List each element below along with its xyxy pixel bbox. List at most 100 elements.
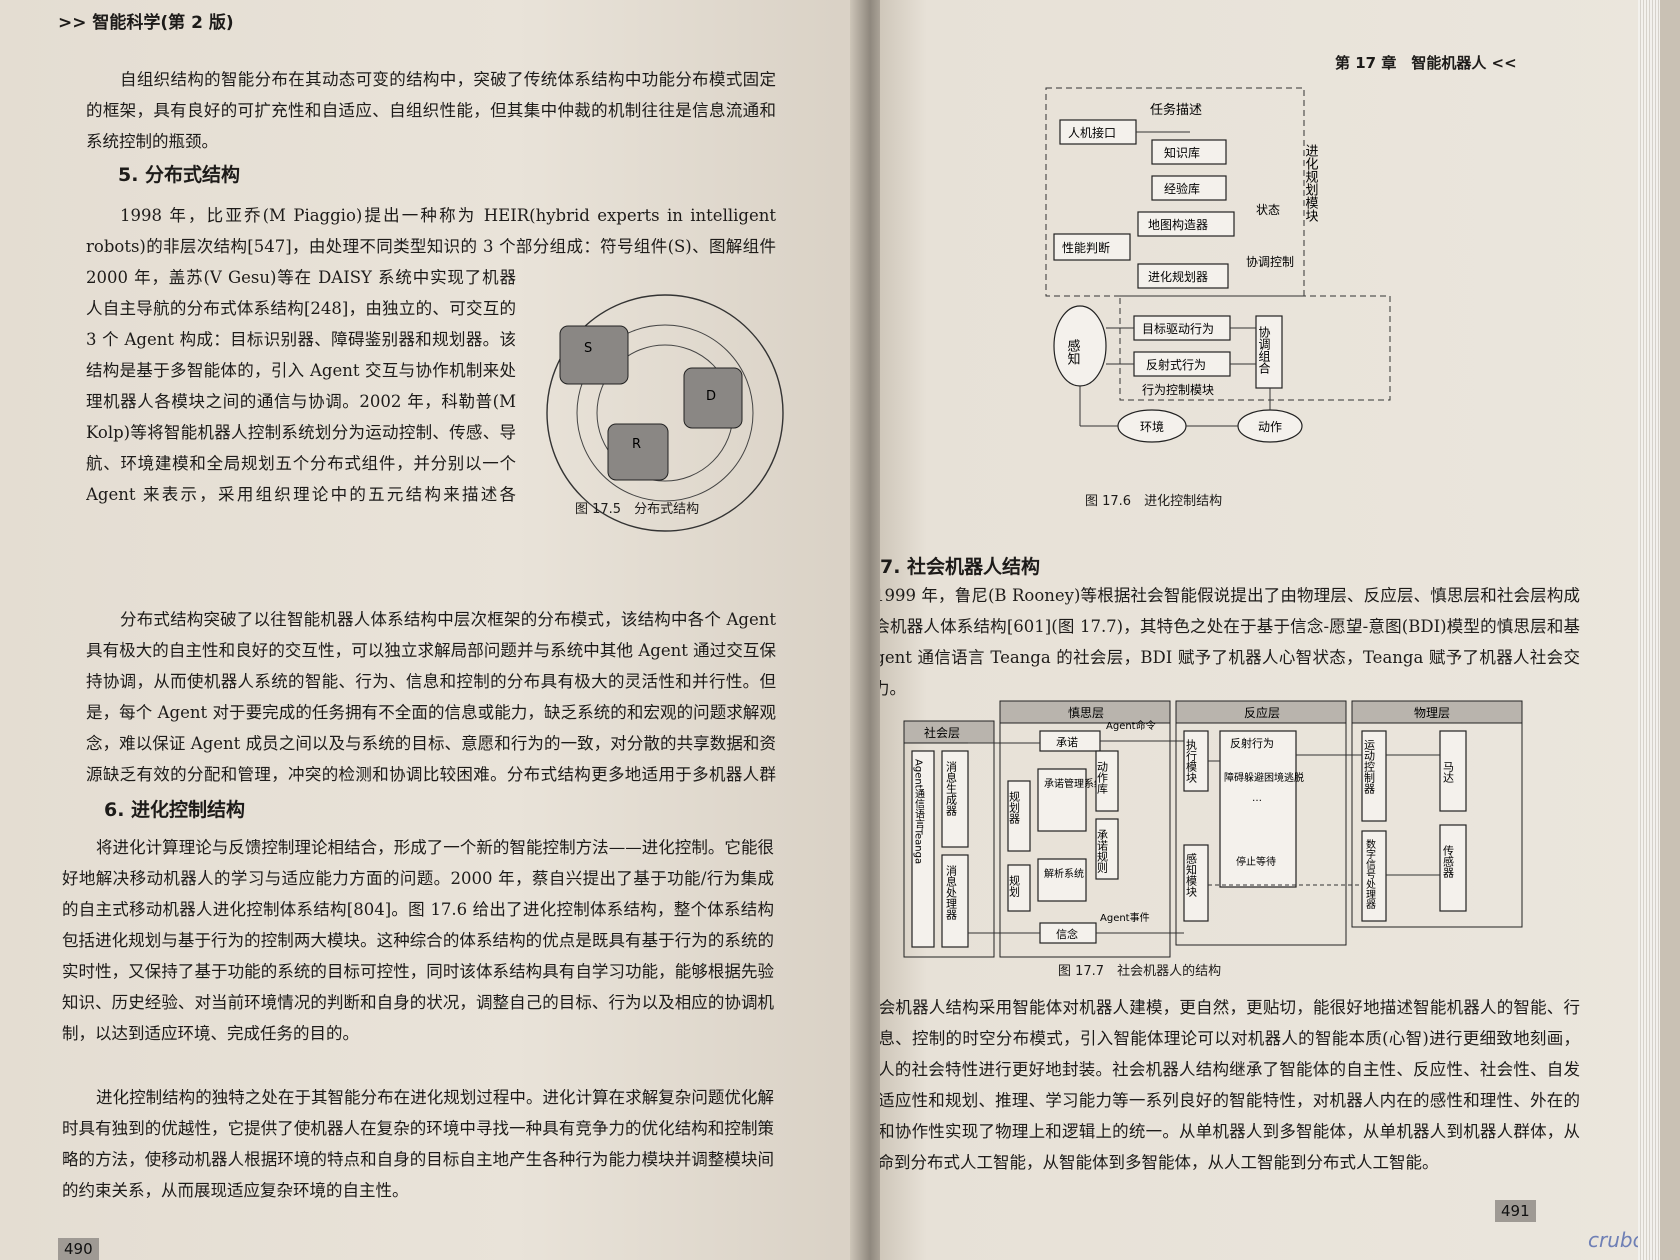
fig5-outer-circle bbox=[546, 294, 784, 532]
page-stack-edge bbox=[1638, 0, 1660, 1260]
fig7-dsp-box bbox=[1361, 830, 1387, 922]
fig6-evo-label: 进化规划器 bbox=[1148, 269, 1208, 284]
fig6-kb-box bbox=[1151, 139, 1227, 165]
fig7-sensor-label: 传感器 bbox=[1442, 845, 1455, 879]
heading-distributed: 5. 分布式结构 bbox=[118, 164, 241, 186]
paragraph-self-organizing: 自组织结构的智能分布在其动态可变的结构中，突破了传统体系结构中功能分布模式固定的… bbox=[86, 70, 776, 151]
fig7-planner-box bbox=[1007, 780, 1031, 852]
fig7-agent-event-label: Agent事件 bbox=[1100, 911, 1150, 924]
fig7-planner-label: 规划器 bbox=[1008, 790, 1021, 825]
fig7-parse-label: 解析系统 bbox=[1044, 867, 1084, 880]
figure-17-5: S D R bbox=[546, 294, 784, 532]
fig7-motion-ctrl-label: 运动控制器 bbox=[1363, 739, 1376, 795]
fig7-plan-box bbox=[1007, 864, 1031, 912]
fig6-coord-label: 协调控制 bbox=[1246, 254, 1294, 269]
left-page: >> 智能科学(第 2 版) 自组织结构的智能分布在其动态可变的结构中，突破了传… bbox=[0, 0, 860, 1260]
fig6-behavior-module-label: 行为控制模块 bbox=[1142, 383, 1214, 397]
paragraph-distributed-summary: 分布式结构突破了以往智能机器人体系结构中层次框架的分布模式，该结构中各个 Age… bbox=[86, 610, 776, 784]
paragraph-rooney: 1999 年，鲁尼(B Rooney)等根据社会智能假说提出了由物理层、反应层、… bbox=[880, 586, 1580, 698]
paragraph-evolutionary-unique: 进化控制结构的独特之处在于其智能分布在进化规划过程中。进化计算在求解复杂问题优化… bbox=[62, 1088, 774, 1200]
fig7-commit-label: 承诺 bbox=[1056, 736, 1078, 749]
figure-17-6-caption: 图 17.6 进化控制结构 bbox=[1085, 494, 1223, 509]
fig6-act-label: 动作 bbox=[1258, 420, 1282, 434]
fig7-phys-header bbox=[1351, 700, 1523, 724]
fig6-map-label: 地图构造器 bbox=[1148, 217, 1208, 232]
paragraph-heir-a: 1998 年，比亚乔(M Piaggio)提出一种称为 HEIR(hybrid … bbox=[86, 206, 776, 256]
figure-17-5-caption: 图 17.5 分布式结构 bbox=[575, 502, 700, 517]
right-page: 第 17 章 智能机器人 << 任务描述 人机接口 知识库 经验库 地图构造器 … bbox=[880, 0, 1660, 1260]
left-page-number: 490 bbox=[58, 1238, 99, 1260]
fig7-teanga-label: Agent通信语言Teanga bbox=[913, 759, 925, 864]
fig6-coord-comb-box bbox=[1255, 315, 1283, 389]
fig6-map-box bbox=[1137, 211, 1235, 237]
fig7-react-label: 反应层 bbox=[1244, 705, 1280, 720]
fig7-delib-header bbox=[999, 700, 1171, 724]
fig6-hci-box bbox=[1059, 119, 1137, 145]
fig6-evo-box bbox=[1137, 263, 1229, 289]
fig7-social-label: 社会层 bbox=[924, 725, 960, 740]
fig6-env-label: 环境 bbox=[1140, 419, 1164, 434]
fig6-goal-label: 目标驱动行为 bbox=[1142, 322, 1214, 336]
paragraph-evolutionary-intro: 将进化计算理论与反馈控制理论相结合，形成了一个新的智能控制方法——进化控制。它能… bbox=[62, 838, 774, 1043]
fig7-action-lib-box bbox=[1095, 750, 1119, 812]
fig7-motor-label: 马达 bbox=[1442, 761, 1455, 783]
fig6-perf-label: 性能判断 bbox=[1062, 240, 1110, 255]
fig7-stop-wait-label: 停止等待 bbox=[1236, 855, 1276, 868]
fig7-delib-label: 慎思层 bbox=[1068, 706, 1104, 720]
fig7-action-lib-label: 动作库 bbox=[1096, 761, 1109, 795]
fig6-sense-label: 感知 bbox=[1065, 338, 1081, 365]
fig7-dots-label: … bbox=[1252, 793, 1262, 804]
fig5-node-d bbox=[683, 367, 743, 429]
fig7-commit-mgmt-label: 承诺管理系统 bbox=[1044, 777, 1104, 790]
fig6-state-label: 状态 bbox=[1256, 203, 1280, 217]
fig7-teanga-box bbox=[911, 750, 935, 948]
fig7-phys-label: 物理层 bbox=[1414, 706, 1450, 720]
fig7-react-header bbox=[1175, 700, 1347, 724]
heading-social-robot: 7. 社会机器人结构 bbox=[880, 556, 1041, 578]
fig7-reflex-beh-label: 反射行为 bbox=[1230, 736, 1274, 750]
fig6-hci-label: 人机接口 bbox=[1068, 125, 1116, 140]
fig7-commit-mgmt-box bbox=[1037, 768, 1087, 832]
left-running-header: >> 智能科学(第 2 版) bbox=[58, 13, 234, 33]
fig5-node-s bbox=[559, 325, 629, 385]
fig6-evo-module-label: 进化规划模块 bbox=[1303, 144, 1319, 223]
fig6-goal-box bbox=[1133, 315, 1231, 341]
fig5-flow-ring-outer bbox=[576, 324, 754, 502]
fig7-belief-label: 信念 bbox=[1056, 927, 1078, 941]
fig7-msg-proc-box bbox=[941, 854, 969, 948]
fig7-sense-mod-box bbox=[1183, 844, 1209, 922]
fig6-perf-box bbox=[1053, 233, 1131, 261]
fig7-motor-box bbox=[1439, 730, 1467, 812]
fig7-msg-gen-label: 消息生成器 bbox=[945, 760, 958, 817]
fig6-behavior-module-frame bbox=[1119, 295, 1391, 401]
fig6-kb-label: 知识库 bbox=[1164, 145, 1200, 160]
fig6-sense-node bbox=[1053, 305, 1107, 387]
right-page-number: 491 bbox=[1495, 1200, 1536, 1222]
heading-evolutionary: 6. 进化控制结构 bbox=[104, 799, 246, 821]
fig6-coord-comb-label: 协调组合 bbox=[1257, 325, 1271, 374]
fig7-reflex-beh-box bbox=[1219, 730, 1297, 888]
paragraph-social-robot-summary: 社会机器人结构采用智能体对机器人建模，更自然，更贴切，能很好地描述智能机器人的智… bbox=[880, 998, 1580, 1172]
fig7-agent-cmd-label: Agent命令 bbox=[1106, 719, 1156, 732]
fig5-label-r: R bbox=[632, 437, 641, 452]
fig5-node-r bbox=[607, 423, 669, 481]
fig7-sensor-box bbox=[1439, 824, 1467, 912]
fig7-dsp-label: 数字信号处理器 bbox=[1364, 838, 1376, 910]
fig7-motion-ctrl-box bbox=[1361, 730, 1387, 822]
fig7-avoid-label: 障碍躲避困境逃脱 bbox=[1224, 771, 1304, 784]
fig6-exp-box bbox=[1151, 175, 1227, 201]
fig5-label-s: S bbox=[584, 341, 592, 356]
fig7-commit-rules-box bbox=[1095, 818, 1119, 880]
fig7-msg-gen-box bbox=[941, 750, 969, 848]
fig7-sense-mod-label: 感知模块 bbox=[1185, 853, 1198, 898]
fig7-social-header bbox=[903, 720, 995, 744]
figure-17-6: 任务描述 人机接口 知识库 经验库 地图构造器 性能判断 进化规划器 状态 协调… bbox=[1045, 87, 1391, 443]
fig7-parse-box bbox=[1037, 858, 1087, 902]
fig6-reflex-label: 反射式行为 bbox=[1146, 357, 1206, 372]
fig6-task-label: 任务描述 bbox=[1150, 102, 1202, 118]
paragraph-daisy: 2000 年，盖苏(V Gesu)等在 DAISY 系统中实现了机器人自主导航的… bbox=[86, 268, 516, 504]
fig7-exec-label: 执行模块 bbox=[1185, 738, 1198, 784]
fig7-msg-proc-label: 消息处理器 bbox=[945, 864, 958, 921]
figure-17-7: 社会层 慎思层 反应层 物理层 Agent通信语言Teanga 消息生成器 消息… bbox=[903, 700, 1523, 958]
fig7-plan-label: 规划 bbox=[1008, 874, 1021, 897]
